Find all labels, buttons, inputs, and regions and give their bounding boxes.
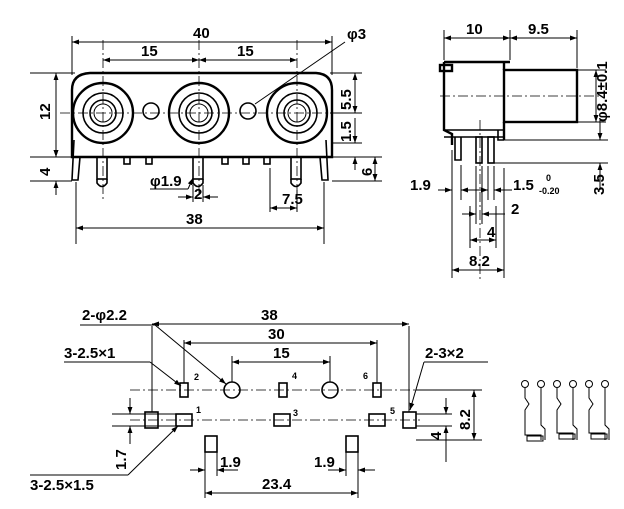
pin-label-4: 4	[292, 371, 297, 381]
pin-label-3: 3	[293, 408, 298, 418]
dim-1-5-side: 1.5	[513, 177, 534, 194]
dim-3-5: 3.5	[591, 174, 608, 195]
pcb-dim-1-9-left: 1.9	[220, 454, 241, 471]
pcb-dim-8-2: 8.2	[457, 409, 474, 430]
pcb-slot-5	[368, 413, 386, 427]
pin-label-2: 2	[194, 372, 199, 382]
hole-dia-label: φ3	[347, 26, 366, 43]
dim-2-side: 2	[511, 201, 519, 218]
pcb-dim-1-9-right: 1.9	[314, 454, 335, 471]
pcb-dim-4: 4	[428, 431, 445, 440]
pcb-layout: 2 4 6 1 3 5 38 30 15 2-φ2.2 3-2.5×1 2-3×…	[30, 307, 488, 498]
side-view: 10 9.5 φ8.4±0.1 1.9 1.5 0 -0.20 3.5 2	[410, 21, 611, 280]
tol-lower: -0.20	[539, 186, 560, 196]
pin-dia-label: φ1.9	[150, 173, 182, 190]
pcb-dim-23-4: 23.4	[262, 476, 292, 493]
pcb-pad-left	[204, 435, 218, 453]
front-pins	[96, 156, 302, 188]
mount-hole-right	[239, 102, 257, 120]
pin-label-6: 6	[363, 371, 368, 381]
pin-label-5: 5	[390, 406, 395, 416]
tol-upper: 0	[546, 173, 551, 183]
dim-6: 6	[359, 168, 376, 176]
dim-8-2-side: 8.2	[469, 253, 490, 270]
slot-top-callout: 3-2.5×1	[64, 345, 115, 362]
dim-1-5-front: 1.5	[338, 121, 355, 142]
schematic-symbol	[521, 380, 610, 442]
hole-callout: 2-φ2.2	[82, 307, 127, 324]
dim-4-front: 4	[37, 167, 54, 176]
dim-2-front: 2	[194, 186, 202, 203]
jack-dia-label: φ8.4±0.1	[594, 61, 611, 122]
dim-38-front: 38	[186, 211, 203, 228]
dim-12: 12	[37, 103, 54, 120]
dim-5-5: 5.5	[338, 89, 355, 110]
pin-label-1: 1	[196, 405, 201, 415]
dim-15-left: 15	[141, 43, 158, 60]
slot-bottom-callout: 3-2.5×1.5	[30, 477, 94, 494]
front-view: 40 15 15 φ3 12 4 5.5 1.5 6	[30, 25, 382, 244]
dim-1-9-side: 1.9	[410, 177, 431, 194]
pcb-slot-1	[175, 413, 193, 427]
pcb-slot-3	[273, 413, 291, 427]
pcb-dim-1-7: 1.7	[113, 449, 130, 470]
dim-10: 10	[466, 21, 483, 38]
dim-15-right: 15	[237, 43, 254, 60]
dim-4-side: 4	[487, 224, 496, 241]
pcb-dim-15: 15	[273, 345, 290, 362]
pcb-pad-right	[345, 435, 359, 453]
dim-40: 40	[193, 25, 210, 42]
dim-7-5: 7.5	[282, 191, 303, 208]
slot-right-callout: 2-3×2	[425, 345, 464, 362]
pcb-slot-4	[278, 382, 288, 398]
dim-9-5: 9.5	[528, 21, 549, 38]
pcb-dim-30: 30	[268, 326, 285, 343]
mount-hole-left	[142, 102, 160, 120]
pcb-dim-38: 38	[261, 307, 278, 324]
